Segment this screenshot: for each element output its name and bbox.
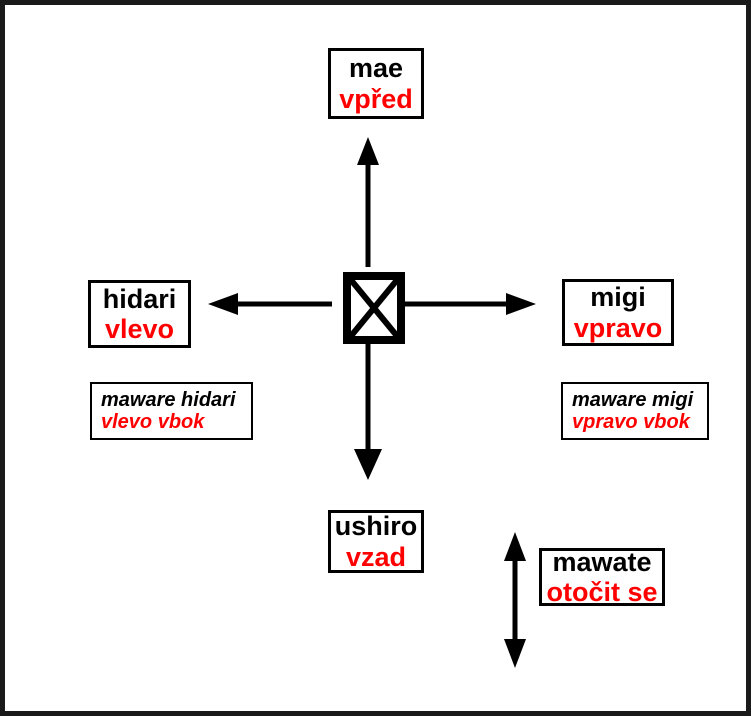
label-box-left: hidari vlevo xyxy=(88,280,191,348)
label-box-right: migi vpravo xyxy=(562,279,674,346)
arrow-layer xyxy=(208,137,536,668)
term-czech: vpravo xyxy=(573,312,663,343)
term-czech: otočit se xyxy=(546,577,658,607)
term-czech: vlevo vbok xyxy=(101,411,205,433)
crossed-square-icon xyxy=(343,272,405,344)
term-japanese: mae xyxy=(348,53,404,84)
term-japanese: ushiro xyxy=(334,511,418,542)
term-czech: vpravo vbok xyxy=(572,411,690,433)
term-japanese: mawate xyxy=(552,546,652,577)
label-box-turn-around: mawate otočit se xyxy=(539,546,665,607)
arrow-down-icon xyxy=(354,339,382,480)
term-japanese: migi xyxy=(590,282,646,313)
term-czech: vzad xyxy=(345,541,407,572)
term-czech: vpřed xyxy=(339,83,413,114)
arrow-up-icon xyxy=(357,137,379,267)
term-czech: vlevo xyxy=(104,314,175,344)
label-box-turn-left: maware hidari vlevo vbok xyxy=(90,382,253,440)
term-japanese: maware hidari xyxy=(101,388,236,411)
arrow-left-icon xyxy=(208,293,332,315)
term-japanese: maware migi xyxy=(572,388,694,411)
label-box-turn-right: maware migi vpravo vbok xyxy=(561,382,709,440)
label-box-back: ushiro vzad xyxy=(328,510,424,573)
term-japanese: hidari xyxy=(102,283,177,314)
label-box-forward: mae vpřed xyxy=(328,48,424,119)
arrow-right-icon xyxy=(401,293,536,315)
arrow-double-vertical-icon xyxy=(504,532,526,668)
